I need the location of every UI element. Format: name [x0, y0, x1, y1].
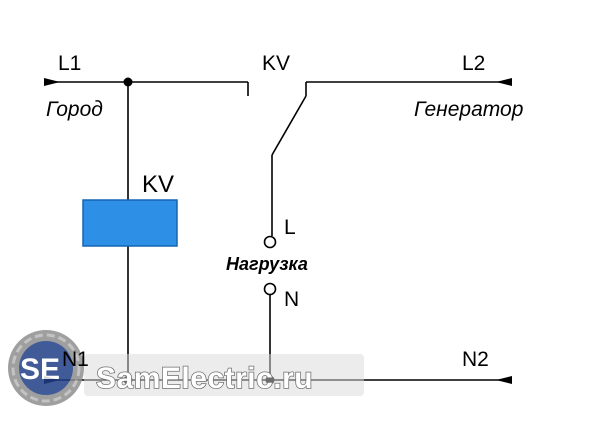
label-generator: Генератор [414, 98, 523, 121]
l1-arrow-icon [44, 78, 60, 86]
terminal-l [263, 235, 277, 249]
l2-line [305, 78, 512, 96]
label-n2: N2 [462, 348, 489, 371]
label-l2: L2 [462, 52, 485, 75]
label-l1: L1 [58, 52, 81, 75]
watermark: SE [8, 330, 364, 406]
l1-line [44, 78, 249, 96]
label-kv-contact: KV [262, 52, 290, 75]
label-terminal-l: L [284, 216, 296, 239]
terminal-n [263, 282, 277, 296]
l2-arrow-icon [496, 78, 512, 86]
junction-dot-top [123, 77, 133, 87]
watermark-site-text: SamElectric.ru [96, 362, 313, 395]
label-terminal-n: N [284, 288, 299, 311]
watermark-logo-text: SE [20, 353, 60, 386]
label-n1: N1 [62, 348, 89, 371]
label-load: Нагрузка [226, 254, 308, 274]
relay-coil [82, 199, 178, 247]
label-city: Город [46, 98, 103, 121]
kv-switch-contact [271, 95, 307, 236]
label-kv-coil: KV [142, 171, 174, 198]
n2-arrow-icon [496, 376, 512, 384]
